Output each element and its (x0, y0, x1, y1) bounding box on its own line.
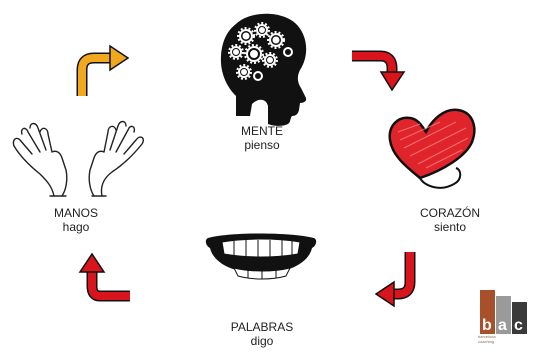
curved-arrow-icon (78, 252, 130, 302)
logo-caption: barcelona coaching (478, 334, 530, 344)
logo-caption-line2: coaching (478, 339, 495, 344)
node-title: PALABRAS (230, 320, 294, 334)
node-title: CORAZÓN (420, 206, 480, 220)
node-mente: MENTE pienso (202, 124, 322, 152)
node-title: MANOS (53, 206, 98, 220)
node-manos: MANOS hago (16, 206, 136, 234)
logo-caption-line1: barcelona (478, 334, 496, 339)
node-subtitle: siento (433, 220, 467, 234)
svg-text:b: b (482, 317, 492, 334)
curved-arrow-icon (374, 252, 416, 308)
head-gears-icon (220, 13, 307, 126)
heart-icon (388, 108, 476, 189)
svg-text:a: a (498, 317, 507, 334)
curved-arrow-icon (76, 44, 130, 96)
bac-logo: b a c (480, 290, 527, 334)
node-palabras: PALABRAS digo (202, 320, 322, 348)
open-hands-icon (12, 120, 145, 197)
mouth-icon (205, 233, 317, 280)
svg-text:c: c (514, 317, 523, 334)
node-subtitle: pienso (244, 138, 280, 152)
node-subtitle: digo (250, 334, 274, 348)
logo-block: barcelona coaching (478, 284, 530, 350)
curved-arrow-icon (352, 50, 406, 92)
node-title: MENTE (241, 124, 283, 138)
node-corazon: CORAZÓN siento (390, 206, 510, 234)
node-subtitle: hago (62, 220, 90, 234)
